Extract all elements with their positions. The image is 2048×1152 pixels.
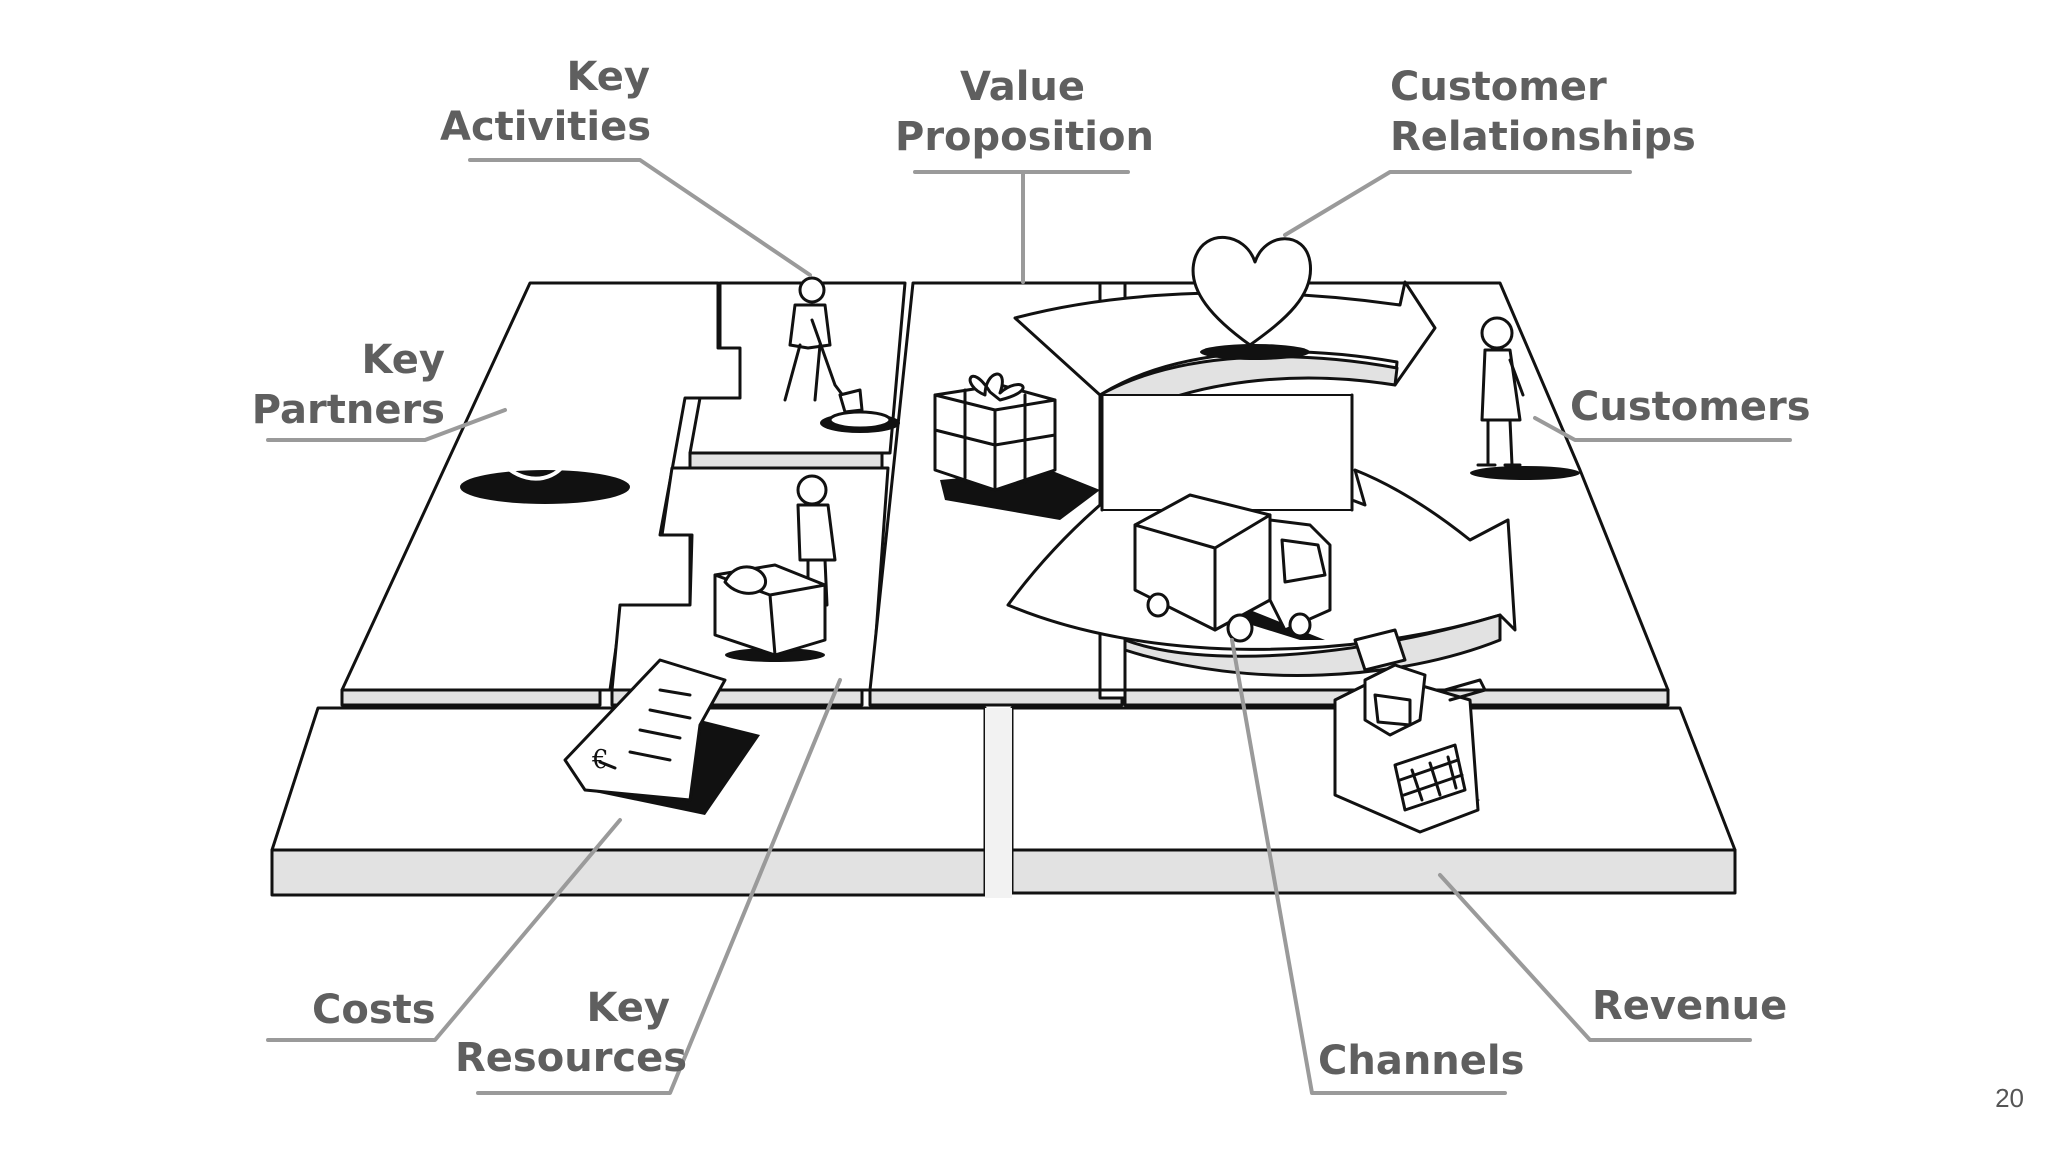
invoice-icon: € xyxy=(563,658,760,815)
leader-key-resources xyxy=(476,678,842,1095)
label-key-resources-line1: Key xyxy=(586,985,671,1031)
label-customer-relationships-line2: Relationships xyxy=(1390,114,1696,160)
label-key-resources: Key Resources xyxy=(455,983,688,1083)
leader-channels xyxy=(1230,638,1507,1095)
label-customer-relationships-line1: Customer xyxy=(1390,64,1607,110)
digging-person-icon xyxy=(783,276,900,433)
label-value-proposition: Value Proposition xyxy=(895,62,1154,162)
flow-arrow-top xyxy=(1013,280,1437,427)
gift-icon xyxy=(933,372,1100,520)
label-customer-relationships: Customer Relationships xyxy=(1390,62,1696,162)
label-value-proposition-line2: Proposition xyxy=(895,114,1154,160)
label-costs: Costs xyxy=(312,985,442,1035)
label-costs-text: Costs xyxy=(312,987,436,1033)
label-key-partners-line2: Partners xyxy=(251,387,445,433)
label-channels: Channels xyxy=(1318,1036,1525,1086)
person-with-machine-icon xyxy=(713,474,837,662)
label-customers-text: Customers xyxy=(1570,384,1811,430)
truck-icon xyxy=(1133,493,1332,643)
label-value-proposition-line1: Value xyxy=(959,64,1086,110)
label-key-partners-line1: Key xyxy=(361,337,446,383)
label-key-resources-line2: Resources xyxy=(455,1035,688,1081)
leader-key-activities xyxy=(468,158,812,277)
leader-revenue xyxy=(1438,873,1752,1042)
label-channels-text: Channels xyxy=(1318,1038,1525,1084)
leader-key-partners xyxy=(266,408,507,442)
label-key-activities-line2: Activities xyxy=(440,104,652,150)
page-number: 20 xyxy=(1995,1083,2024,1113)
label-key-partners: Key Partners xyxy=(250,335,445,435)
label-revenue: Revenue xyxy=(1592,981,1792,1031)
svg-text:€: € xyxy=(591,745,609,775)
label-key-activities: Key Activities xyxy=(440,52,652,152)
standing-person-icon xyxy=(1470,316,1580,480)
leader-customer-relationships xyxy=(1283,170,1632,237)
leader-customers xyxy=(1533,416,1792,442)
cash-register-icon xyxy=(1333,628,1487,834)
leader-costs xyxy=(266,818,622,1042)
leader-lines xyxy=(266,158,1792,1095)
label-key-activities-line1: Key xyxy=(566,54,651,100)
heart-icon xyxy=(1191,235,1313,360)
rings-icon xyxy=(460,364,639,504)
label-customers: Customers xyxy=(1570,382,1811,432)
label-revenue-text: Revenue xyxy=(1592,983,1788,1029)
